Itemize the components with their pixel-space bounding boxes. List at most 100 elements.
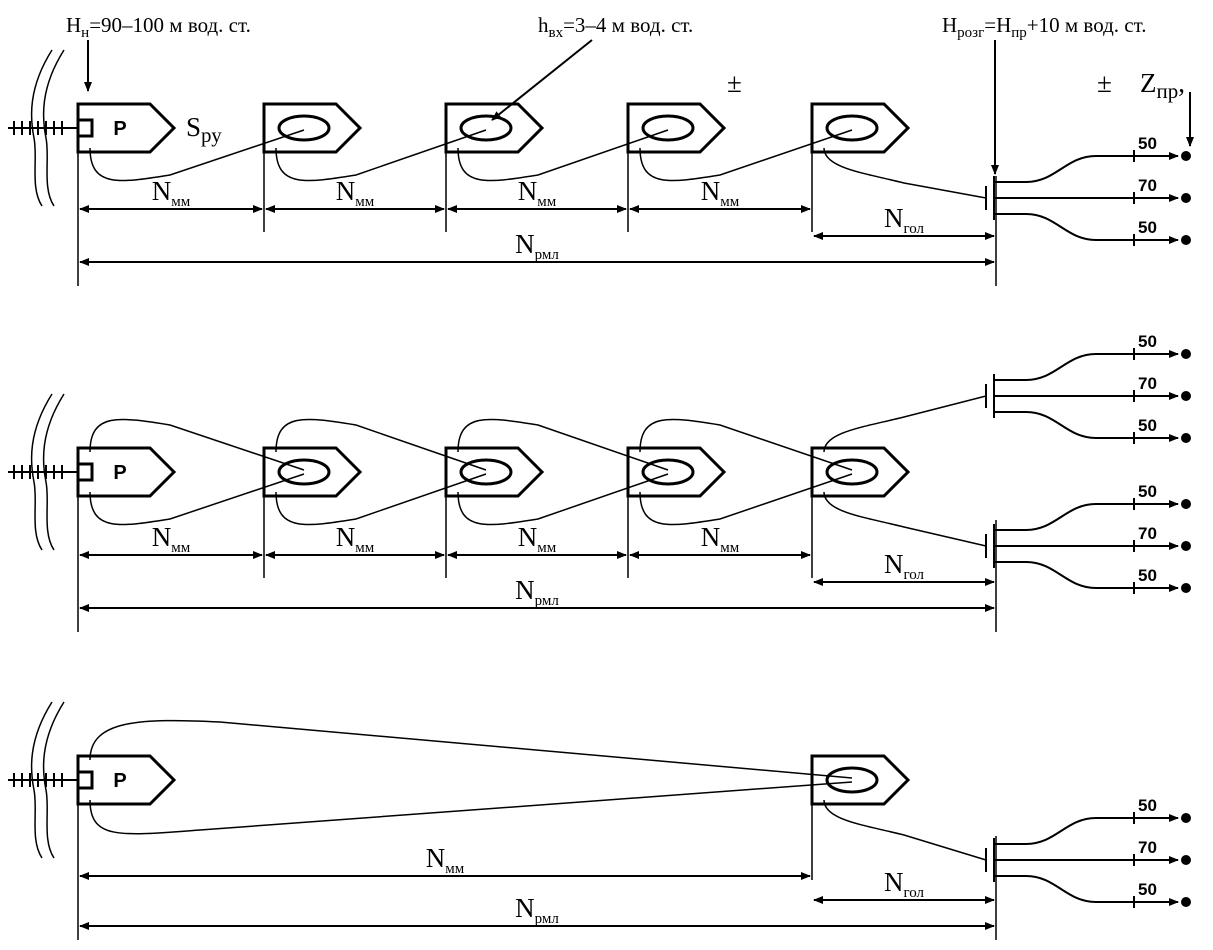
segment-dimension-label: Nмм <box>152 176 191 210</box>
plus-minus-sign-2: ± <box>1097 68 1112 98</box>
hose-to-fork <box>823 147 987 199</box>
branch-diameter-label: 50 <box>1138 134 1157 153</box>
branch-diameter-label: 50 <box>1138 218 1157 237</box>
nozzle-dot <box>1181 813 1191 823</box>
pump-intake-ellipse <box>277 458 331 486</box>
hose-to-fork <box>823 799 987 861</box>
nozzle-dot <box>1181 583 1191 593</box>
pump-intake-ellipse <box>825 458 879 486</box>
hose-to-fork <box>823 491 987 547</box>
hose-line <box>275 473 487 526</box>
nozzle-dot <box>1181 391 1191 401</box>
river-bank-line <box>42 701 65 859</box>
branch-hose-line <box>994 500 1179 531</box>
segment-dimension-label: Nмм <box>152 522 191 556</box>
hose-dimension-label: Nгол <box>884 203 925 237</box>
pump-intake-ellipse <box>459 458 513 486</box>
branch-diameter-label: 50 <box>1138 416 1157 435</box>
total-dimension-label: Nрмл <box>515 575 559 609</box>
branch-hose-line <box>994 561 1179 592</box>
branch-diameter-label: 50 <box>1138 482 1157 501</box>
branch-diameter-label: 50 <box>1138 332 1157 351</box>
segment-dimension-label: Nмм <box>336 176 375 210</box>
branch-hose-line <box>994 152 1179 183</box>
pump-intake-ellipse <box>641 458 695 486</box>
river-bank-line <box>42 49 65 207</box>
head-pump-intake <box>76 462 94 482</box>
pump-speed-label: Sру <box>186 112 222 147</box>
nozzle-dot <box>1181 151 1191 161</box>
branch-hose-line <box>994 411 1179 442</box>
hose-line <box>89 418 305 471</box>
hose-dimension-label: Nгол <box>884 549 925 583</box>
pump-intake-ellipse <box>825 766 879 794</box>
nozzle-dot <box>1181 235 1191 245</box>
hose-line <box>457 129 669 182</box>
hose-dimension-label: Nгол <box>884 867 925 901</box>
hose-line <box>457 418 669 471</box>
fork-head-label: Hрозг=Hпр+10 м вод. ст. <box>942 13 1146 41</box>
segment-dimension-label: Nмм <box>701 522 740 556</box>
pump-intake-ellipse <box>825 114 879 142</box>
segment-dimension-label: Nмм <box>336 522 375 556</box>
nozzle-dot <box>1181 541 1191 551</box>
branch-hose-line <box>994 350 1179 381</box>
segment-dimension-label: Nмм <box>426 843 465 877</box>
river-bank-line <box>42 393 65 551</box>
hose-line <box>89 719 853 779</box>
branch-diameter-label: 70 <box>1138 374 1157 393</box>
head-pump-label: P <box>113 462 126 484</box>
total-dimension-label: Nрмл <box>515 893 559 927</box>
nozzle-dot <box>1181 193 1191 203</box>
head-pump-intake <box>76 770 94 790</box>
nozzle-dot <box>1181 433 1191 443</box>
nozzle-dot <box>1181 349 1191 359</box>
hose-line <box>275 129 487 182</box>
total-dimension-label: Nрмл <box>515 229 559 263</box>
hose-line <box>89 129 305 182</box>
branch-hose-line <box>994 814 1179 845</box>
hose-line <box>275 418 487 471</box>
inlet-head-label: hвх=3–4 м вод. ст. <box>538 13 693 41</box>
pump-body <box>810 754 911 806</box>
head-pump-intake <box>76 118 94 138</box>
inlet-head-arrow <box>491 39 593 121</box>
segment-dimension-label: Nмм <box>518 176 557 210</box>
branch-hose-line <box>994 213 1179 244</box>
river-bank-line <box>30 393 53 551</box>
hose-to-fork <box>823 395 987 453</box>
nozzle-dot <box>1181 855 1191 865</box>
branch-hose-line <box>994 875 1179 906</box>
hose-line <box>89 473 305 526</box>
branch-diameter-label: 70 <box>1138 176 1157 195</box>
branch-diameter-label: 70 <box>1138 838 1157 857</box>
hose-line <box>89 781 853 835</box>
hose-line <box>639 129 853 182</box>
branch-diameter-label: 50 <box>1138 880 1157 899</box>
river-bank-line <box>30 701 53 859</box>
hose-line <box>639 473 853 526</box>
nozzle-dot <box>1181 499 1191 509</box>
head-pump-label: P <box>113 770 126 792</box>
head-pump-body <box>76 446 177 498</box>
branch-diameter-label: 50 <box>1138 796 1157 815</box>
pump-intake-ellipse <box>459 114 513 142</box>
head-pump-body <box>76 754 177 806</box>
hose-line <box>639 418 853 471</box>
head-pump-body <box>76 102 177 154</box>
branch-diameter-label: 70 <box>1138 524 1157 543</box>
nozzle-elevation-label: Zпр, <box>1140 68 1185 103</box>
nozzle-dot <box>1181 897 1191 907</box>
hose-line <box>457 473 669 526</box>
pump-intake-ellipse <box>641 114 695 142</box>
segment-dimension-label: Nмм <box>518 522 557 556</box>
head-pump-label: P <box>113 118 126 140</box>
pump-intake-ellipse <box>277 114 331 142</box>
plus-minus-sign: ± <box>727 68 742 98</box>
segment-dimension-label: Nмм <box>701 176 740 210</box>
branch-diameter-label: 50 <box>1138 566 1157 585</box>
pump-head-label: Hн=90–100 м вод. ст. <box>66 13 251 41</box>
